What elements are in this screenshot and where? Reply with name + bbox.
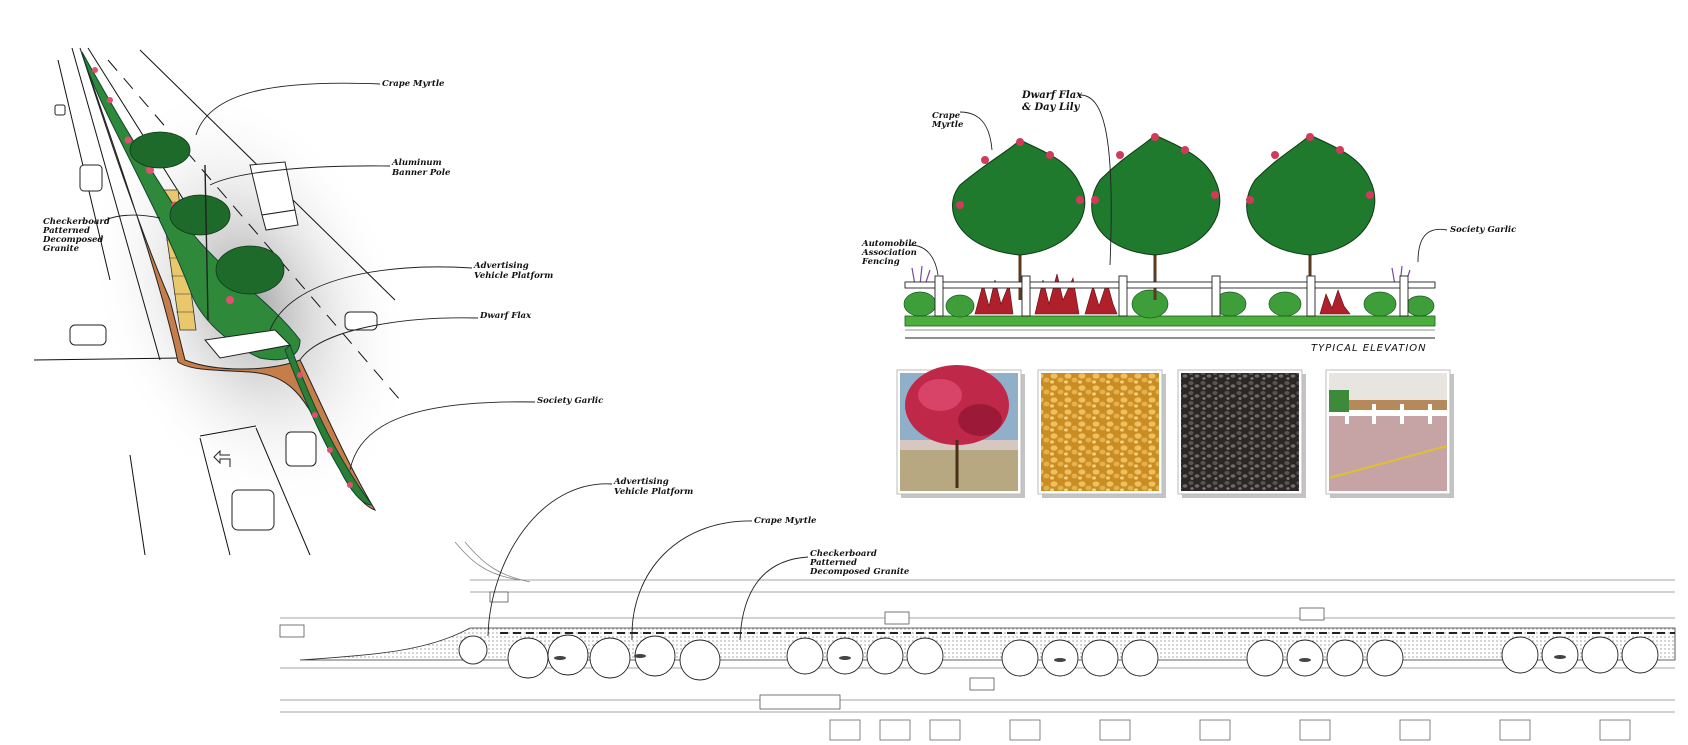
label-vehicle-platform-line1: Advertising <box>473 261 529 271</box>
elev-label-flax-line2: & Day Lily <box>1022 102 1081 113</box>
elev-label-crape-line1: Crape <box>932 111 961 121</box>
car-icon <box>69 324 107 346</box>
material-photos <box>896 365 1454 498</box>
car-icon <box>54 104 66 116</box>
label-checkerboard-line2: Patterned <box>42 226 90 236</box>
association-fence <box>904 275 1436 317</box>
plan-label-crape-myrtle: Crape Myrtle <box>754 516 817 526</box>
label-checkerboard-line1: Checkerboard <box>43 217 110 227</box>
label-checkerboard-line4: Granite <box>43 244 80 254</box>
elev-label-flax-line1: Dwarf Flax <box>1021 90 1083 101</box>
car-icon <box>285 431 317 467</box>
label-vehicle-platform-line2: Vehicle Platform <box>474 271 553 281</box>
elev-label-fence-line1: Automobile <box>861 239 917 249</box>
perspective-sketch: Crape Myrtle Aluminum Banner Pole Checke… <box>33 47 604 556</box>
crape-myrtle-tree-2 <box>1091 133 1221 300</box>
label-dwarf-flax: Dwarf Flax <box>479 311 532 321</box>
car-icon <box>231 489 275 531</box>
label-checkerboard-line3: Decomposed <box>42 235 103 245</box>
car-icon <box>344 311 378 331</box>
plan-label-checker-line1: Checkerboard <box>810 549 877 559</box>
fence-road-photo <box>1325 369 1454 498</box>
crape-myrtle-tree-photo <box>896 365 1025 498</box>
plan-label-platform-line1: Advertising <box>613 477 669 487</box>
crape-myrtle-tree-3 <box>1246 133 1376 300</box>
plan-label-platform-line2: Vehicle Platform <box>614 487 693 497</box>
typical-elevation: Crape Myrtle Dwarf Flax & Day Lily Autom… <box>861 90 1517 354</box>
crape-myrtle-tree-1 <box>952 138 1086 300</box>
gold-granite-photo <box>1037 369 1166 498</box>
dark-granite-photo <box>1177 369 1306 498</box>
label-crape-myrtle: Crape Myrtle <box>382 79 445 89</box>
plan-label-checker-line3: Decomposed Granite <box>809 567 910 577</box>
plan-label-checker-line2: Patterned <box>809 558 857 568</box>
elev-label-crape-line2: Myrtle <box>931 120 964 130</box>
plan-view: Advertising Vehicle Platform Crape Myrtl… <box>279 477 1676 741</box>
elev-label-society-garlic: Society Garlic <box>1450 225 1517 235</box>
elev-label-fence-line2: Association <box>861 248 917 258</box>
elev-label-fence-line3: Fencing <box>861 257 900 267</box>
label-banner-pole-line2: Banner Pole <box>391 168 451 178</box>
label-banner-pole-line1: Aluminum <box>391 158 442 168</box>
truck-icon <box>249 161 299 231</box>
turn-arrow-icon <box>213 449 231 467</box>
label-society-garlic: Society Garlic <box>537 396 604 406</box>
elevation-caption: TYPICAL ELEVATION <box>1311 343 1427 354</box>
car-icon <box>79 164 103 192</box>
